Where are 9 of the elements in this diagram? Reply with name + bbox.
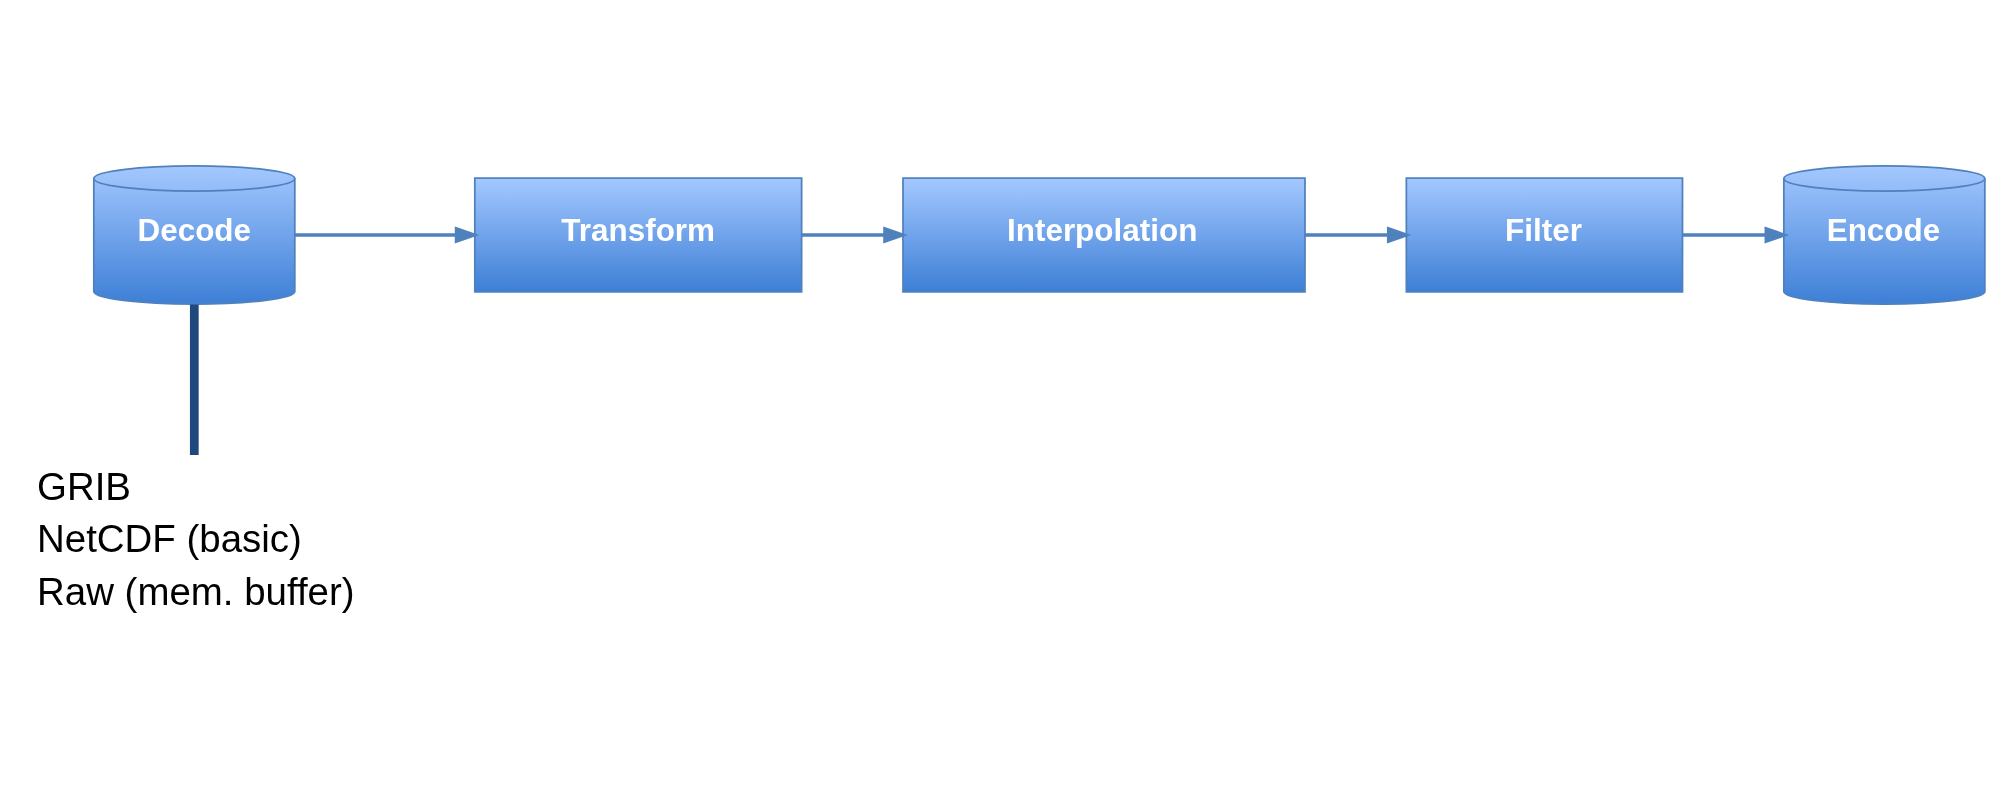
connector	[189, 304, 199, 455]
arrow	[801, 226, 908, 244]
node-box: Transform	[473, 177, 803, 293]
node-box: Filter	[1405, 177, 1684, 293]
arrow	[1682, 226, 1790, 244]
node-text: GRIB NetCDF (basic) Raw (mem. buffer)	[37, 464, 355, 613]
arrow	[1305, 226, 1412, 244]
node-box: Interpolation	[902, 177, 1306, 293]
arrow	[294, 226, 480, 244]
